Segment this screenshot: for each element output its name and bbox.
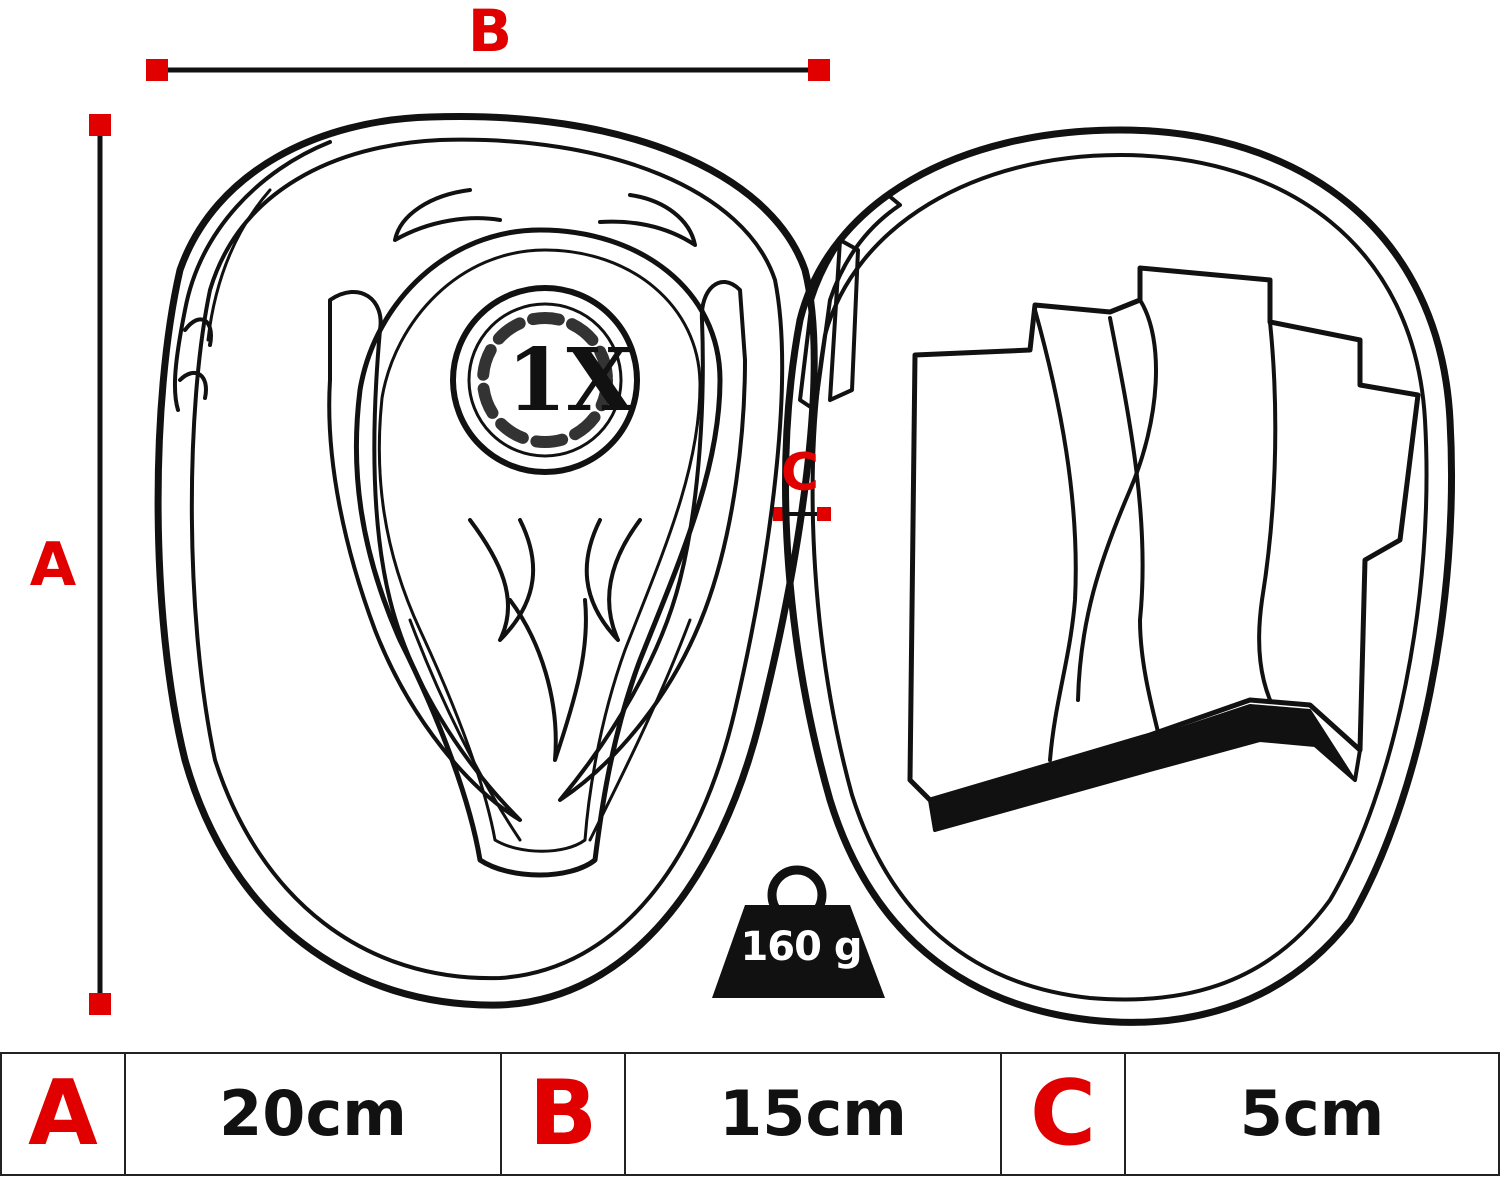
table-row: A 20cm B 15cm C 5cm (0, 1052, 1500, 1176)
dimension-a-line (89, 114, 111, 1015)
dimension-b-label: B (467, 0, 513, 65)
dimension-a-letter: A (28, 1061, 98, 1166)
dimension-c-letter: C (1029, 1061, 1097, 1166)
weight-icon (712, 865, 885, 998)
dimension-c-value-cell: 5cm (1124, 1052, 1500, 1176)
ruler-marker-icon (808, 59, 830, 81)
logo-mark: 1X (507, 330, 634, 431)
dimension-c-label: C (780, 443, 820, 503)
dimension-a-value: 20cm (219, 1077, 407, 1150)
dimension-b-letter-cell: B (500, 1052, 626, 1176)
mitt-back-view (782, 126, 1455, 1026)
ruler-marker-icon (89, 114, 111, 136)
dimensions-table: A 20cm B 15cm C 5cm (0, 1052, 1500, 1176)
dimension-b-value: 15cm (719, 1077, 907, 1150)
dimension-a-value-cell: 20cm (124, 1052, 502, 1176)
weight-label: 160 g (740, 924, 862, 970)
dimension-b-value-cell: 15cm (624, 1052, 1002, 1176)
dimension-a-letter-cell: A (0, 1052, 126, 1176)
dimension-b-line (146, 59, 830, 81)
dimension-c-letter-cell: C (1000, 1052, 1126, 1176)
dimension-a-label: A (29, 530, 77, 600)
focus-mitt-diagram: 1X B A C 160 g (29, 0, 1455, 1026)
ruler-marker-icon (89, 993, 111, 1015)
mitt-front-view (154, 112, 818, 1009)
dimension-c-value: 5cm (1239, 1077, 1385, 1150)
mitt-illustration: 1X (89, 59, 1455, 1026)
ruler-marker-icon (146, 59, 168, 81)
dimension-b-letter: B (528, 1061, 598, 1166)
